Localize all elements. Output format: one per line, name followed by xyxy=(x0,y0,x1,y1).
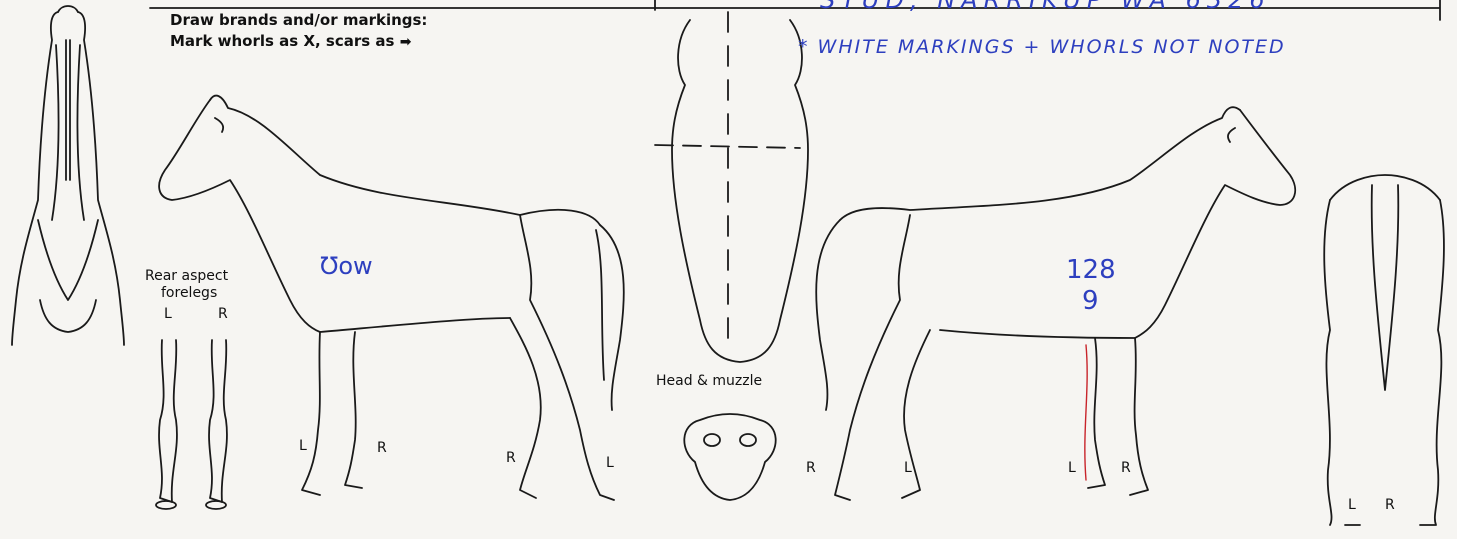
instructions-line-2-text: Mark whorls as X, scars as xyxy=(170,32,394,50)
hind-view-horse xyxy=(1324,175,1444,525)
head-front-view xyxy=(655,12,808,362)
right-view-leg-label-3: L xyxy=(1068,460,1076,476)
rear-aspect-label-2: forelegs xyxy=(161,285,217,301)
instructions-line-1: Draw brands and/or markings: xyxy=(170,11,427,30)
rear-aspect-forelegs xyxy=(156,340,227,509)
scar-arrow-icon: ➡ xyxy=(400,33,412,52)
hind-view-L: L xyxy=(1348,497,1356,513)
right-view-leg-label-2: L xyxy=(904,460,912,476)
handwritten-header: STUD, NARRIKUP WA 6326 xyxy=(820,0,1271,14)
left-view-leg-label-4: L xyxy=(606,455,614,471)
left-view-marking: Ʊow xyxy=(320,252,373,280)
left-view-leg-label-3: R xyxy=(506,450,516,466)
right-side-horse xyxy=(816,107,1295,500)
brand-number-line-1: 128 xyxy=(1066,255,1116,285)
rear-aspect-L: L xyxy=(164,306,172,322)
left-view-leg-label-1: L xyxy=(299,438,307,454)
instructions-line-2: Mark whorls as X, scars as ➡ xyxy=(170,32,411,52)
top-view-horse xyxy=(12,6,124,345)
rear-aspect-R: R xyxy=(218,306,228,322)
left-view-leg-label-2: R xyxy=(377,440,387,456)
brand-number-line-2: 9 xyxy=(1082,286,1099,316)
right-view-leg-label-4: R xyxy=(1121,460,1131,476)
handwritten-note: * WHITE MARKINGS + WHORLS NOT NOTED xyxy=(798,36,1286,58)
scar-mark-red xyxy=(1085,345,1087,480)
rear-aspect-label-1: Rear aspect xyxy=(145,268,228,284)
right-view-leg-label-1: R xyxy=(806,460,816,476)
head-muzzle-label: Head & muzzle xyxy=(656,373,762,389)
muzzle-view xyxy=(684,414,775,500)
left-side-horse xyxy=(159,96,624,500)
hind-view-R: R xyxy=(1385,497,1395,513)
